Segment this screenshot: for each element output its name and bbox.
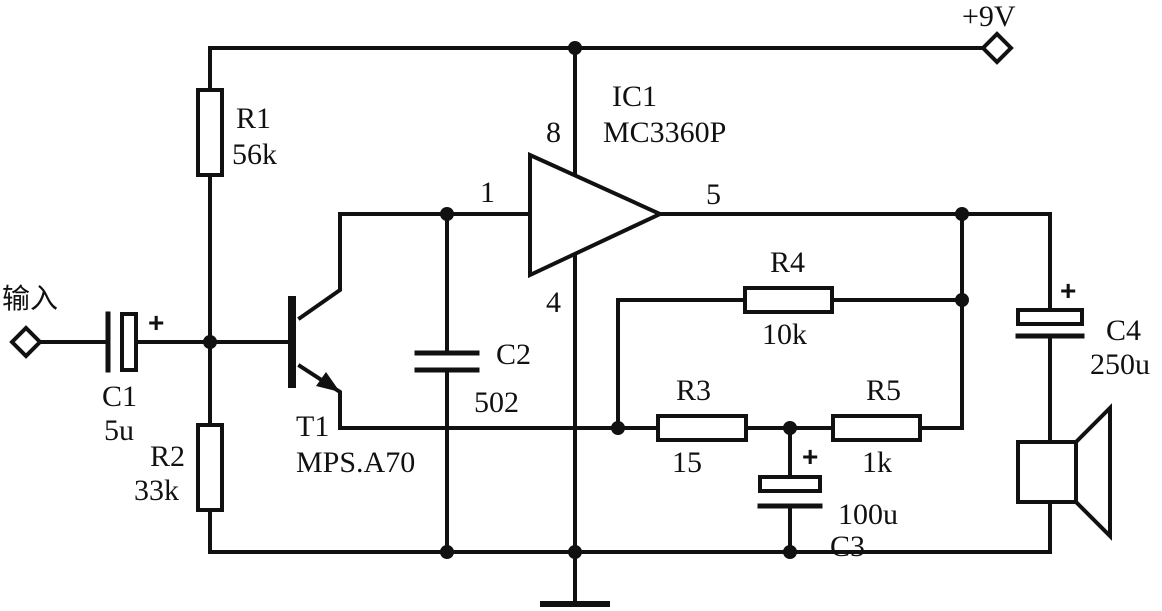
speaker-magnet: [1016, 440, 1078, 504]
supply-terminal: [980, 31, 1014, 65]
t1-ref-label: T1: [296, 410, 329, 443]
speaker-cone: [1074, 403, 1112, 541]
r5-ref-label: R5: [866, 374, 901, 407]
junction-dot: [568, 545, 582, 559]
junction-dot: [440, 545, 454, 559]
r5-value-label: 1k: [862, 446, 892, 479]
collector-wire: [297, 212, 532, 321]
ic1-pin8-label: 8: [546, 116, 561, 149]
r1-value-label: 56k: [232, 138, 277, 171]
ic1-pin4-label: 4: [546, 286, 561, 319]
supply-terminal-symbol: [980, 31, 1014, 65]
r3-ref-label: R3: [676, 374, 711, 407]
speaker-icon: [1016, 403, 1112, 541]
c3-plate-top: [758, 475, 822, 493]
r1-ref-label: R1: [236, 102, 271, 135]
r3-resistor: [656, 414, 748, 442]
r3-value-label: 15: [672, 446, 702, 479]
c4-value-label: 250u: [1090, 348, 1150, 381]
c4-polarity-mark: +: [1060, 275, 1076, 306]
junction-dot: [568, 41, 582, 55]
wires: [38, 46, 1052, 607]
junction-dot: [440, 207, 454, 221]
ic1-amplifier-triangle: [528, 151, 665, 279]
c3-polarity-mark: +: [802, 441, 818, 472]
c2-ref-label: C2: [496, 338, 531, 371]
ic1-part-label: MC3360P: [603, 116, 726, 149]
ic1-pin5-label: 5: [706, 178, 721, 211]
junction-dot: [611, 421, 625, 435]
input-terminal-symbol: [9, 325, 43, 359]
junction-dot: [783, 421, 797, 435]
ic1-ref-label: IC1: [612, 80, 657, 113]
r4-ref-label: R4: [770, 246, 805, 279]
junction-dot: [783, 545, 797, 559]
junction-dot: [203, 335, 217, 349]
r4-value-label: 10k: [762, 318, 807, 351]
c4-plate-top: [1016, 308, 1084, 326]
input-terminal: [9, 325, 43, 359]
junction-dot: [955, 293, 969, 307]
r2-resistor: [196, 423, 224, 512]
c1-value-label: 5u: [104, 414, 134, 447]
c1-ref-label: C1: [102, 380, 137, 413]
r4-left-wire: [616, 298, 747, 430]
ic1-pin1-label: 1: [480, 176, 495, 209]
c1-plate-right: [120, 312, 138, 372]
c3-value-label: 100u: [838, 498, 898, 531]
c2-value-label: 502: [474, 386, 519, 419]
emitter-wire: [297, 363, 660, 430]
c3-ref-label: C3: [830, 530, 865, 563]
c1-polarity-mark: +: [148, 307, 164, 338]
junction-dot: [955, 207, 969, 221]
t1-part-label: MPS.A70: [296, 446, 415, 479]
junctions: [203, 41, 969, 559]
supply-label: +9V: [962, 0, 1016, 33]
r1-resistor: [196, 88, 224, 177]
r2-value-label: 33k: [134, 474, 179, 507]
r4-resistor: [743, 286, 834, 314]
r2-ref-label: R2: [150, 440, 185, 473]
t1-transistor: [288, 296, 340, 392]
r5-resistor: [831, 414, 922, 442]
t1-emitter-arrow: [316, 372, 340, 392]
c4-ref-label: C4: [1106, 314, 1141, 347]
input-label: 输入: [2, 282, 58, 315]
